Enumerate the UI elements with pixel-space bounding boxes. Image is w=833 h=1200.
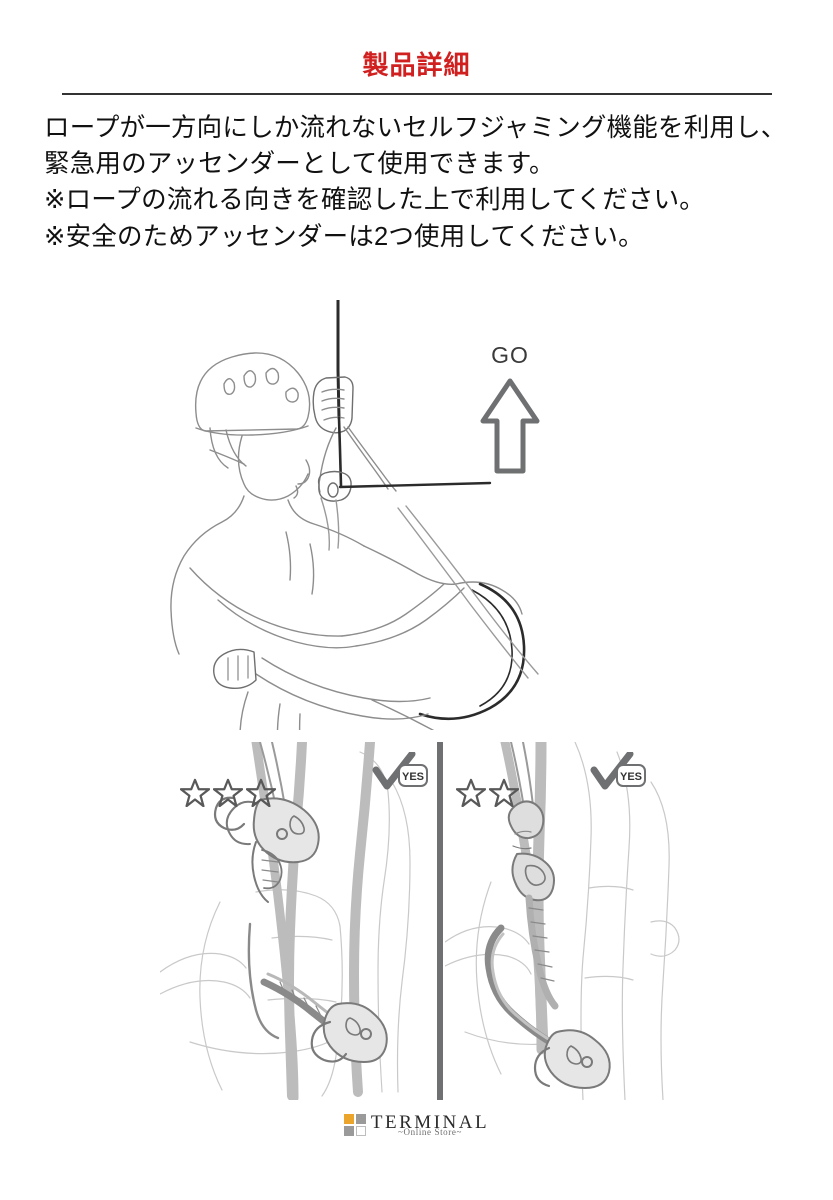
verdict-text: YES (620, 771, 642, 783)
verdict-text: YES (402, 771, 424, 783)
logo-squares-icon (343, 1114, 366, 1136)
rating-stars-right (456, 778, 519, 807)
brand-name: TERMINAL (370, 1112, 490, 1133)
title-divider (62, 93, 772, 95)
star-icon (456, 778, 486, 807)
panel-left (160, 742, 435, 1100)
climber-illustration (150, 300, 690, 730)
verdict-badge-right: YES (590, 752, 650, 796)
panel-divider (437, 742, 443, 1100)
star-icon (213, 778, 243, 807)
star-icon (489, 778, 519, 807)
arrow-up-icon (480, 378, 540, 474)
footer-logo[interactable]: TERMINAL ~Online Store~ (0, 1113, 833, 1137)
brand-tagline: ~Online Store~ (398, 1127, 462, 1137)
technique-panels (160, 742, 680, 1100)
direction-indicator: GO (455, 344, 565, 477)
product-description: ロープが一方向にしか流れないセルフジャミング機能を利用し、緊急用のアッセンダーと… (44, 110, 796, 255)
verdict-badge-left: YES (372, 752, 432, 796)
page-title: 製品詳細 (362, 50, 471, 80)
star-icon (246, 778, 276, 807)
description-line-3: ※安全のためアッセンダーは2つ使用してください。 (44, 222, 644, 251)
description-line-1: ロープが一方向にしか流れないセルフジャミング機能を利用し、緊急用のアッセンダーと… (44, 114, 787, 179)
rating-stars-left (180, 778, 276, 807)
description-line-2: ※ロープの流れる向きを確認した上で利用してください。 (44, 186, 706, 215)
star-icon (180, 778, 210, 807)
go-label: GO (491, 342, 529, 368)
